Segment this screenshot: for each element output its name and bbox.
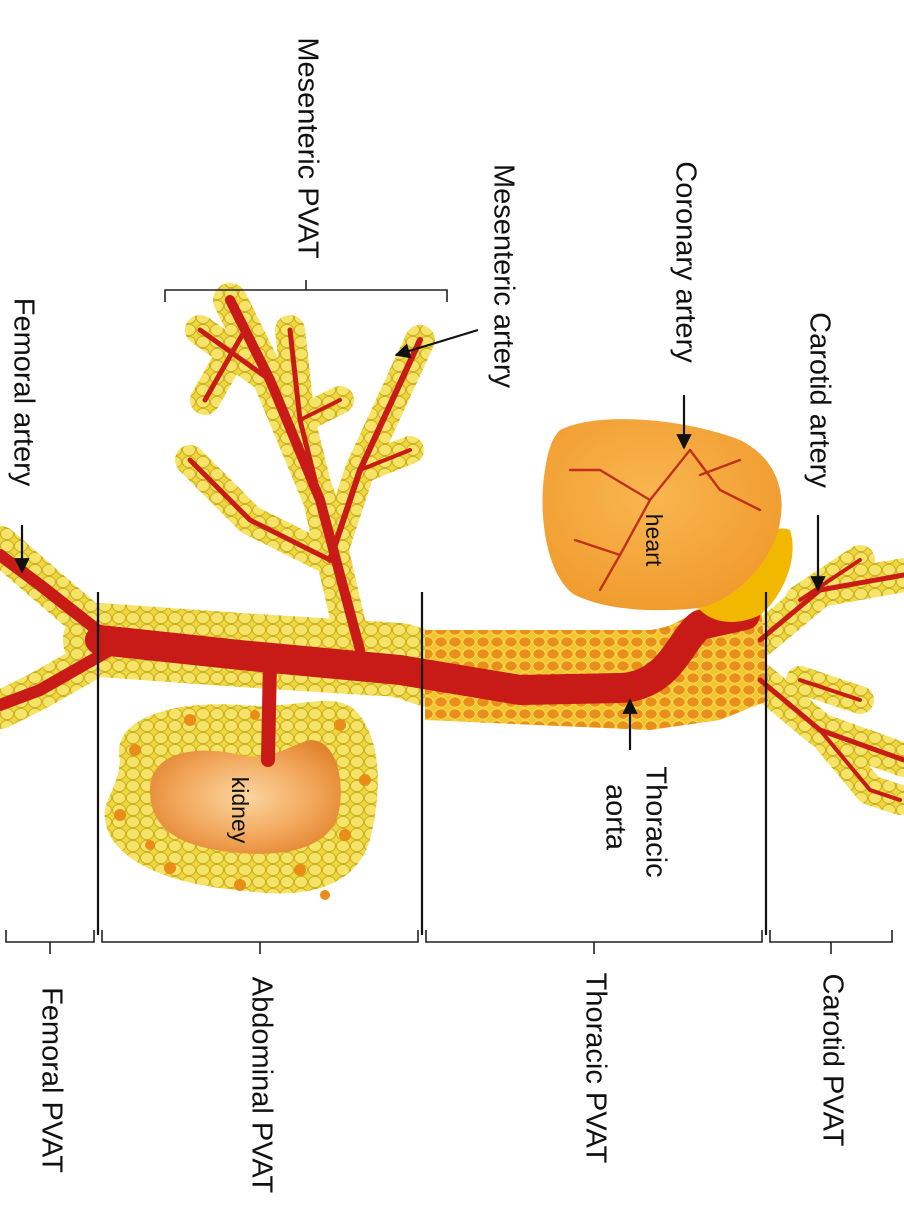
label-carotid-artery: Carotid artery [803, 312, 835, 488]
label-femoral-artery: Femoral artery [7, 298, 39, 487]
heart: heart [543, 419, 793, 622]
bracket-abdominal [102, 930, 418, 954]
region-label-thoracic: Thoracic PVAT [579, 973, 611, 1164]
renal-artery [268, 660, 270, 760]
bracket-carotid [770, 930, 892, 954]
region-label-femoral: Femoral PVAT [35, 987, 67, 1173]
region-label-abdominal: Abdominal PVAT [245, 977, 277, 1194]
kidney-label: kidney [227, 777, 253, 844]
label-thoracic-aorta-line1: Thoracic [639, 766, 671, 877]
bracket-thoracic [426, 930, 762, 954]
bracket-femoral [6, 930, 94, 954]
region-label-carotid: Carotid PVAT [816, 974, 848, 1147]
label-coronary-artery: Coronary artery [669, 161, 701, 363]
bracket-mesenteric [165, 280, 447, 302]
label-thoracic-aorta-line2: aorta [599, 784, 631, 851]
heart-label: heart [641, 514, 667, 567]
label-mesenteric-pvat: Mesenteric PVAT [291, 37, 323, 259]
region-brackets [6, 930, 892, 954]
label-mesenteric-artery: Mesenteric artery [487, 164, 519, 389]
kidney-with-fat: kidney [105, 701, 378, 900]
femoral-artery-vessel [0, 555, 110, 640]
